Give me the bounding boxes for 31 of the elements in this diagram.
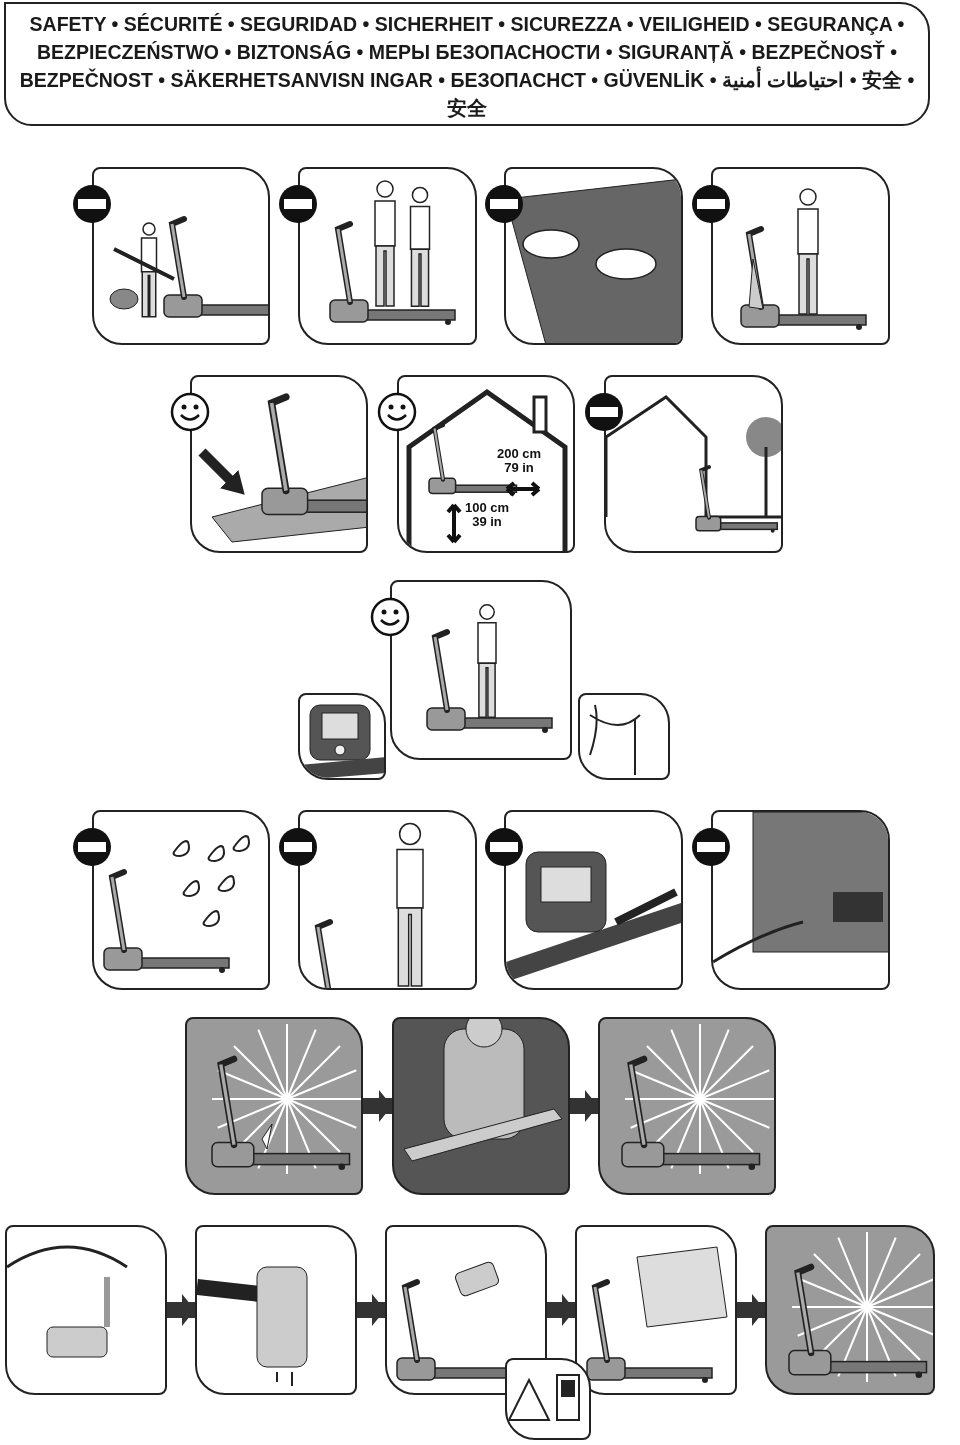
picture-panel <box>392 1017 570 1195</box>
arrow <box>363 1090 392 1122</box>
picture-panel <box>575 1225 737 1395</box>
picture-panel <box>604 375 783 553</box>
picture-panel <box>190 375 368 553</box>
title-text: SAFETY • SÉCURITÉ • SEGURIDAD • SICHERHEIT • SICUREZZA • VEILIGHEID • SEGURANÇA • BEZPIECZEŃSTWO • BIZTONSÁG • МЕРЫ БЕЗОПАСНОСТИ • SIGURANȚĂ • BEZPEČNOSŤ • BEZPEČNOST • SÄKERHETSANVISN INGAR • БЕЗОПАСНСТ • GÜVENLİK • احتياطات أمنية • 安全 • 安全 <box>18 12 916 121</box>
picture-panel <box>504 810 683 990</box>
picture-panel <box>92 167 270 345</box>
picture-panel <box>390 580 572 760</box>
picture-panel <box>397 375 575 553</box>
arrow <box>547 1294 575 1326</box>
dimension-text: 100 cm 39 in <box>463 501 511 529</box>
picture-panel <box>385 1225 547 1395</box>
picture-panel <box>765 1225 935 1395</box>
picture-panel <box>5 1225 167 1395</box>
picture-panel <box>298 810 477 990</box>
arrow <box>357 1294 385 1326</box>
picture-panel <box>92 810 270 990</box>
dimension-text: 200 cm 79 in <box>495 447 543 475</box>
arrow <box>570 1090 598 1122</box>
picture-panel <box>505 1358 591 1440</box>
arrow <box>737 1294 765 1326</box>
picture-panel <box>711 167 890 345</box>
picture-panel <box>195 1225 357 1395</box>
picture-panel <box>298 693 386 780</box>
picture-panel <box>185 1017 363 1195</box>
picture-panel <box>578 693 670 780</box>
picture-panel <box>298 167 477 345</box>
picture-panel <box>711 810 890 990</box>
picture-panel <box>598 1017 776 1195</box>
arrow <box>167 1294 195 1326</box>
